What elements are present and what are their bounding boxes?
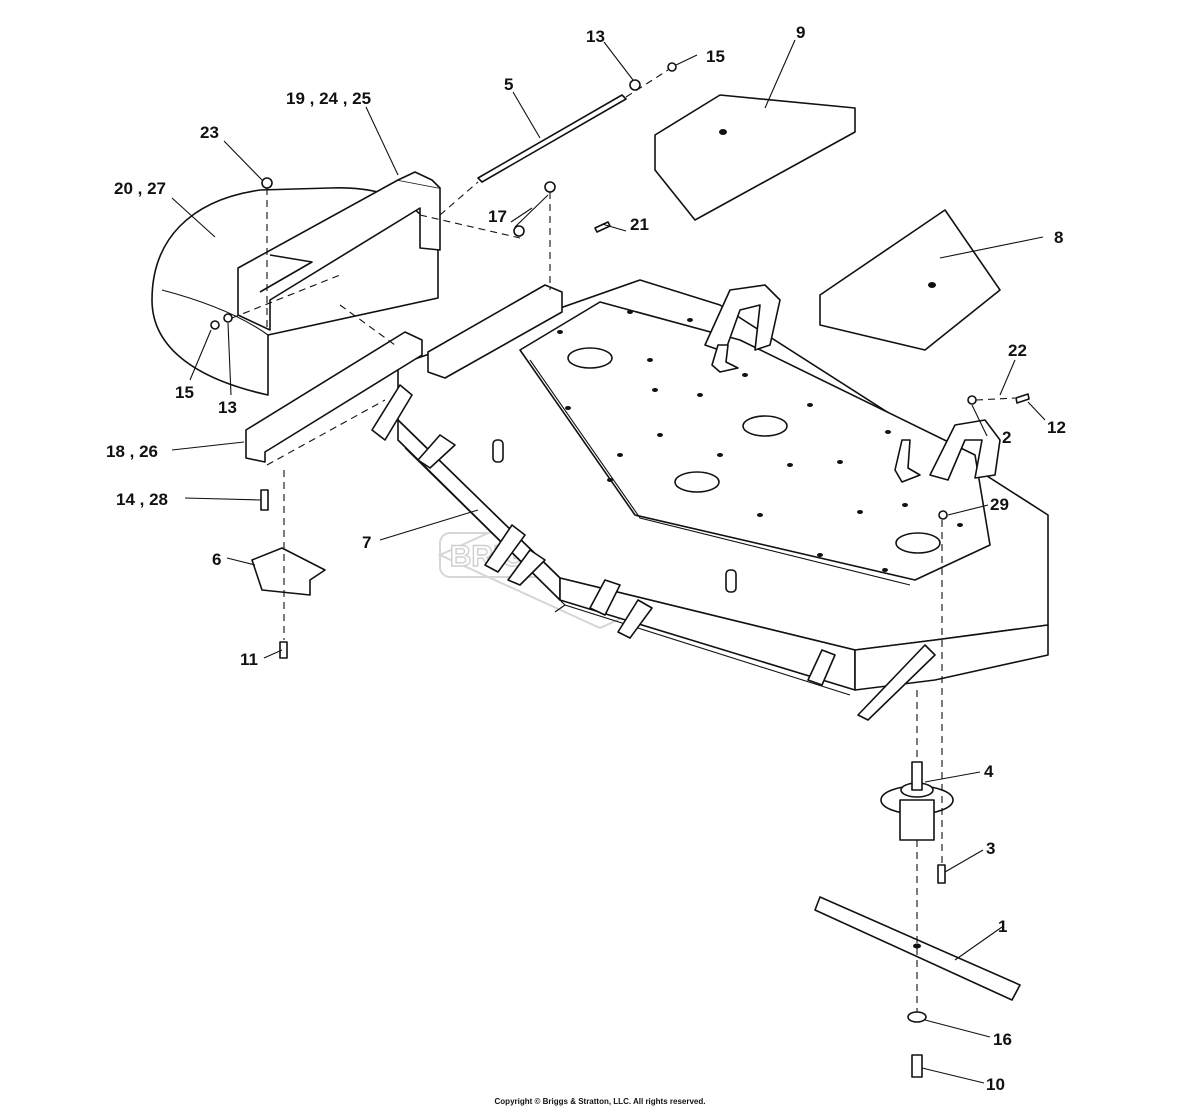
callout-18-26: 18 , 26 <box>106 442 158 461</box>
chute-bracket <box>237 171 441 331</box>
callout-13-top: 13 <box>586 27 605 46</box>
callout-labels: 13 15 9 5 19 , 24 , 25 23 20 , 27 17 21 … <box>106 23 1066 1094</box>
callout-14-28: 14 , 28 <box>116 490 168 509</box>
callout-17: 17 <box>488 207 507 226</box>
callout-12: 12 <box>1047 418 1066 437</box>
callout-6: 6 <box>212 550 221 569</box>
mower-deck-shell <box>371 279 1049 721</box>
hinge-bracket <box>427 284 563 379</box>
callout-5: 5 <box>504 75 513 94</box>
belt-cover-9 <box>654 94 856 221</box>
callout-13-left: 13 <box>218 398 237 417</box>
rod <box>477 94 627 183</box>
copyright-notice: Copyright © Briggs & Stratton, LLC. All … <box>494 1097 706 1106</box>
callout-20-27: 20 , 27 <box>114 179 166 198</box>
callout-29: 29 <box>990 495 1009 514</box>
callout-2: 2 <box>1002 428 1011 447</box>
callout-8: 8 <box>1054 228 1063 247</box>
callout-21: 21 <box>630 215 649 234</box>
callout-11: 11 <box>240 650 258 669</box>
callout-10: 10 <box>986 1075 1005 1094</box>
callout-22: 22 <box>1008 341 1027 360</box>
callout-7: 7 <box>362 533 371 552</box>
callout-15-left: 15 <box>175 383 194 402</box>
alignment-lines <box>231 69 1016 1012</box>
callout-23: 23 <box>200 123 219 142</box>
deflector-bracket <box>251 547 326 596</box>
callout-15-top: 15 <box>706 47 725 66</box>
callout-4: 4 <box>984 762 994 781</box>
hardware <box>210 62 1030 1078</box>
callout-3: 3 <box>986 839 995 858</box>
belt-cover-8 <box>819 209 1001 351</box>
mount-plate <box>245 331 423 463</box>
spindle-assembly <box>880 761 954 841</box>
callout-1: 1 <box>998 917 1007 936</box>
callout-16: 16 <box>993 1030 1012 1049</box>
leader-lines <box>171 39 1046 1084</box>
callout-19-24-25: 19 , 24 , 25 <box>286 89 371 108</box>
callout-9: 9 <box>796 23 805 42</box>
